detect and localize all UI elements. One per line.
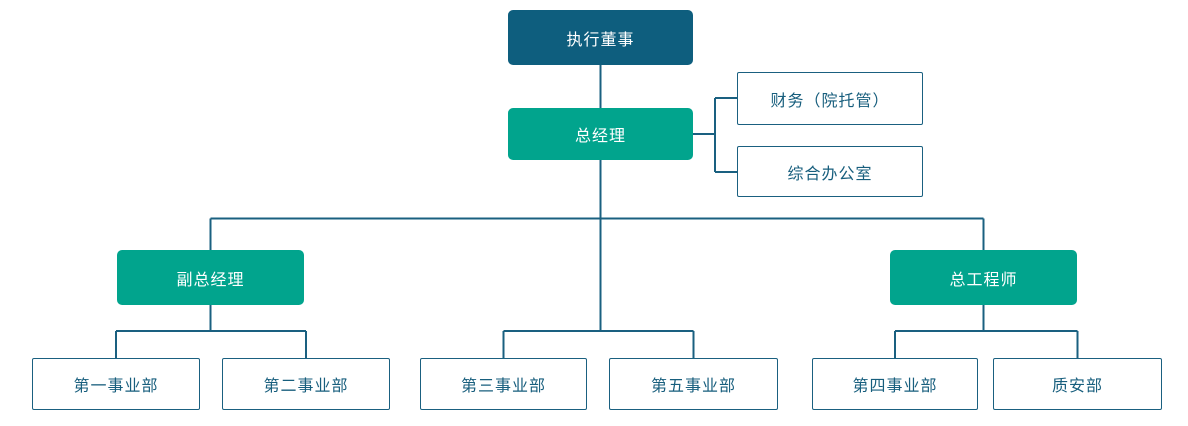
node-chief-engineer: 总工程师 bbox=[890, 250, 1077, 305]
node-division-3: 第三事业部 bbox=[420, 358, 587, 410]
node-quality-safety-dept: 质安部 bbox=[993, 358, 1162, 410]
node-division-1: 第一事业部 bbox=[32, 358, 200, 410]
node-division-2: 第二事业部 bbox=[222, 358, 390, 410]
node-general-manager: 总经理 bbox=[508, 108, 693, 160]
node-executive-director: 执行董事 bbox=[508, 10, 693, 65]
node-deputy-general-manager: 副总经理 bbox=[117, 250, 304, 305]
node-division-5: 第五事业部 bbox=[609, 358, 778, 410]
node-general-office: 综合办公室 bbox=[737, 146, 923, 197]
node-division-4: 第四事业部 bbox=[812, 358, 978, 410]
node-finance-dept: 财务（院托管） bbox=[737, 72, 923, 125]
